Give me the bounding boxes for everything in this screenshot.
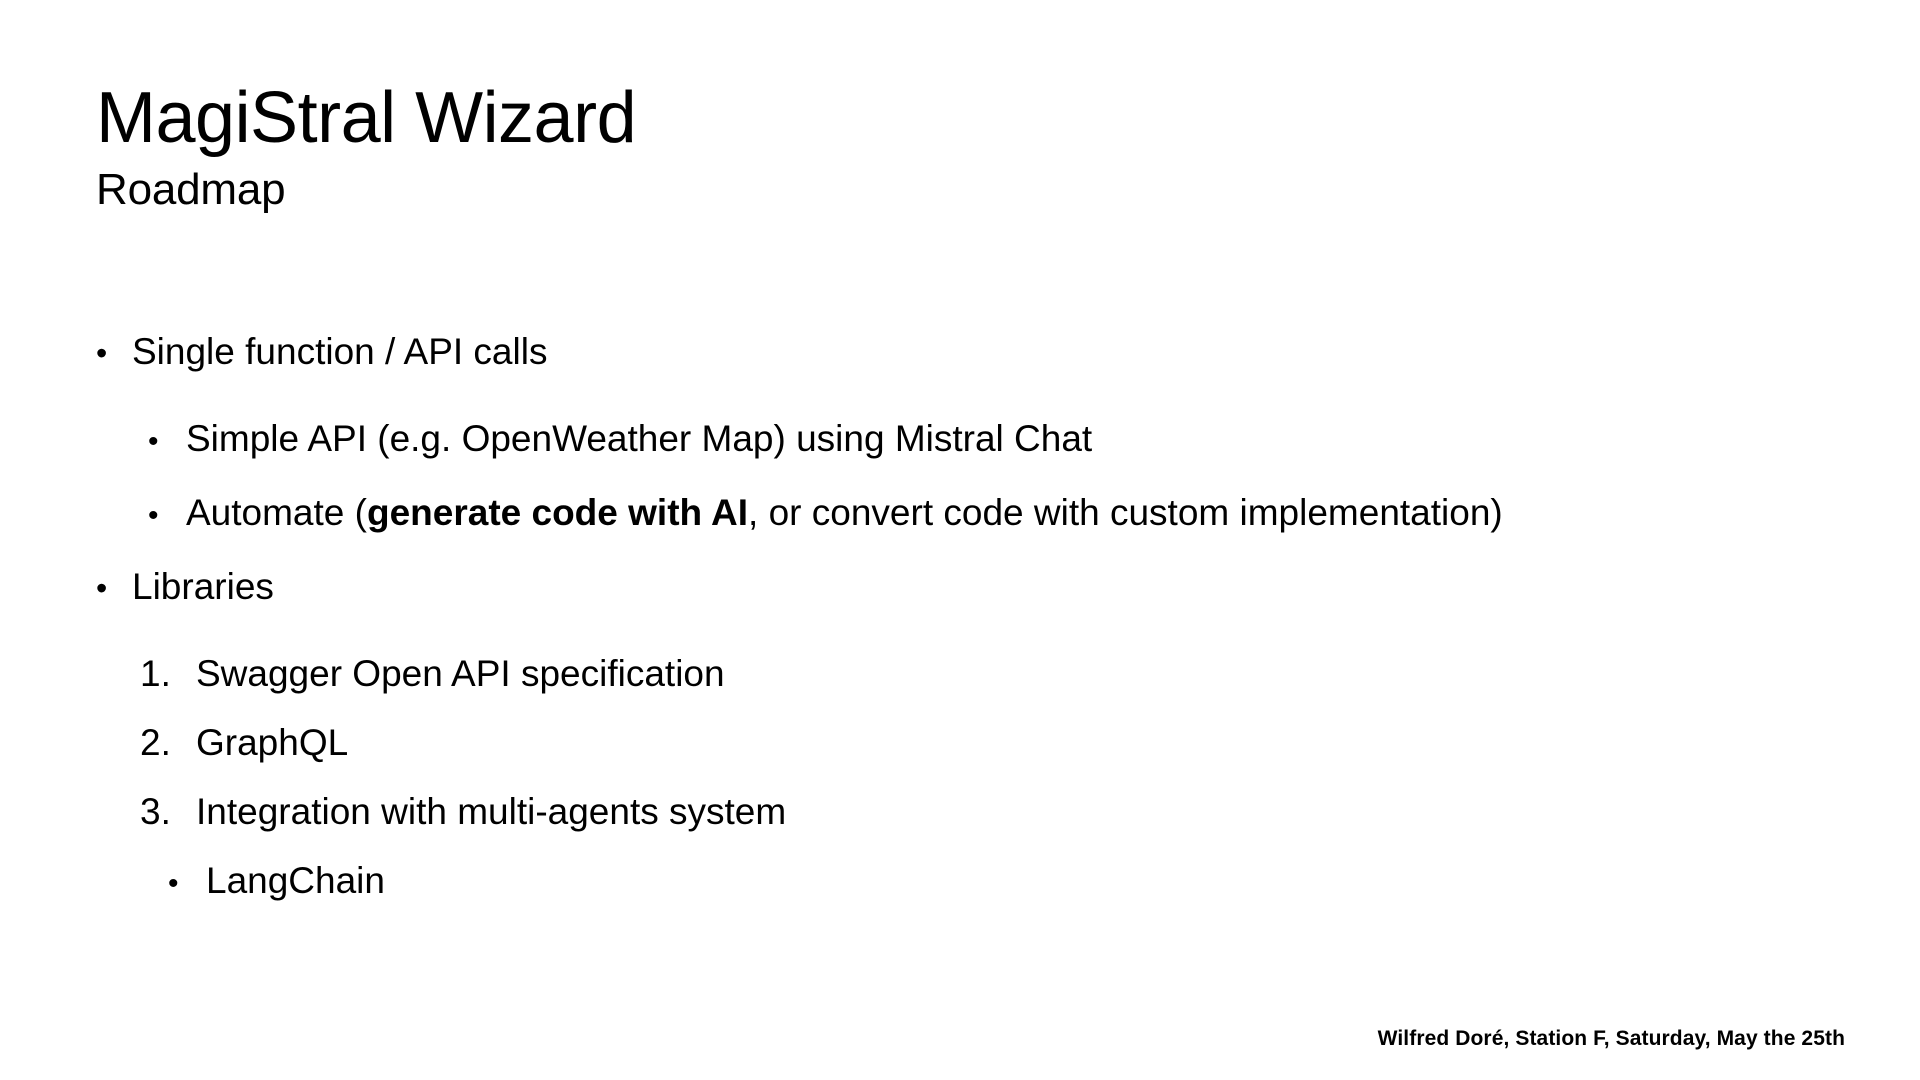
numbered-list-item: 1. Swagger Open API specification xyxy=(140,652,1856,696)
list-item-label: GraphQL xyxy=(196,722,349,763)
list-item-label: LangChain xyxy=(206,860,385,901)
list-item-text-prefix: Automate ( xyxy=(186,492,367,533)
list-item: • Libraries xyxy=(96,565,1856,610)
list-item-label: Swagger Open API specification xyxy=(196,653,725,694)
bullet-marker-icon: • xyxy=(96,335,108,371)
bullet-marker-icon: • xyxy=(148,425,159,458)
list-item: • Simple API (e.g. OpenWeather Map) usin… xyxy=(148,417,1856,464)
list-item-text-emphasis: generate code with AI xyxy=(366,492,749,533)
list-item-text-suffix: , or convert code with custom implementa… xyxy=(748,492,1503,533)
page-title: MagiStral Wizard xyxy=(96,78,637,158)
list-item: • Single function / API calls xyxy=(96,330,1856,375)
list-item-label: Automate (generate code with AI, or conv… xyxy=(186,491,1503,535)
list-item-label: Simple API (e.g. OpenWeather Map) using … xyxy=(186,418,1093,459)
slide-header: MagiStral Wizard Roadmap xyxy=(96,78,637,216)
list-item: • LangChain xyxy=(168,859,1856,906)
list-item-label: Integration with multi-agents system xyxy=(196,791,787,832)
numbered-list-item: 2. GraphQL xyxy=(140,721,1856,765)
list-number-marker: 2. xyxy=(140,722,171,763)
slide-content-list: • Single function / API calls • Simple A… xyxy=(96,330,1856,906)
numbered-list-item: 3. Integration with multi-agents system xyxy=(140,790,1856,834)
list-item: • Automate (generate code with AI, or co… xyxy=(148,491,1856,538)
list-item-label: Single function / API calls xyxy=(132,331,548,372)
bullet-marker-icon: • xyxy=(96,570,108,606)
page-subtitle: Roadmap xyxy=(96,165,286,214)
list-number-marker: 1. xyxy=(140,653,171,694)
list-number-marker: 3. xyxy=(140,791,171,832)
slide-footer: Wilfred Doré, Station F, Saturday, May t… xyxy=(1377,1027,1845,1050)
bullet-marker-icon: • xyxy=(148,499,159,532)
bullet-marker-icon: • xyxy=(168,867,179,900)
list-item-label: Libraries xyxy=(132,566,274,607)
